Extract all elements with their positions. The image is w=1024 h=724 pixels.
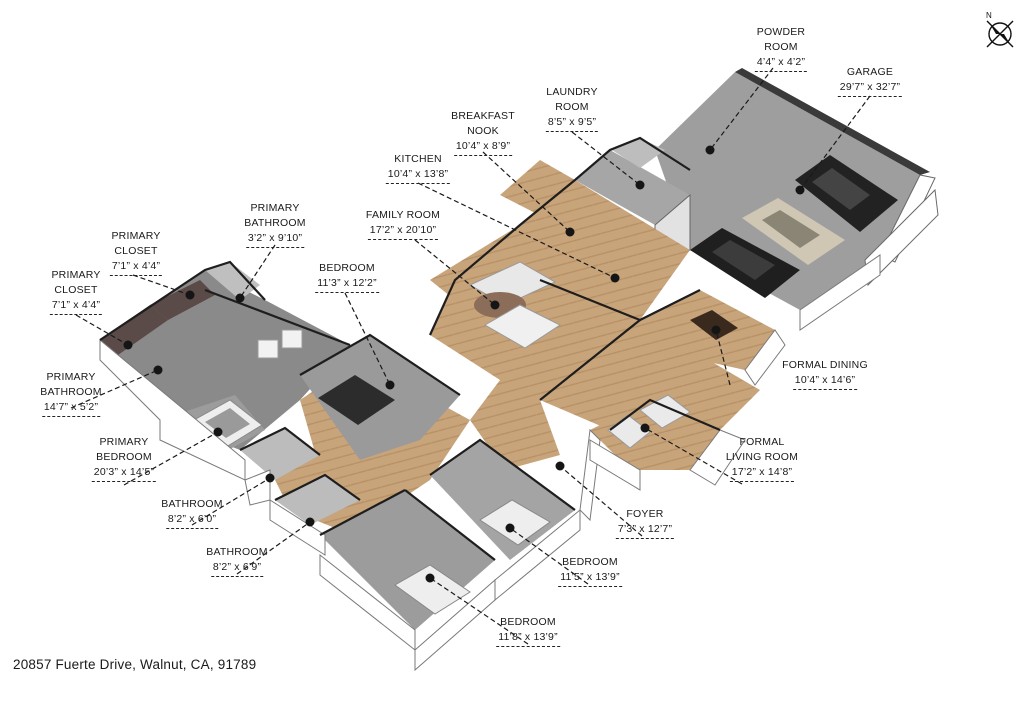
garage-area	[655, 68, 939, 310]
label-breakfast-nook: BREAKFAST NOOK 10’4” x 8’9”	[451, 109, 515, 156]
room-markers	[123, 145, 805, 583]
chair-icon	[257, 329, 303, 359]
label-formal-living-room: FORMAL LIVING ROOM 17’2” x 14’8”	[726, 435, 798, 482]
label-primary-closet-1: PRIMARY CLOSET 7’1” x 4’4”	[109, 229, 163, 276]
label-bathroom-1: BATHROOM 8’2” x 6’0”	[161, 497, 223, 529]
formal-rooms	[590, 290, 775, 470]
label-primary-bathroom-large: PRIMARY BATHROOM 14’7” x 5’2”	[40, 370, 102, 417]
car-icon	[690, 228, 800, 298]
label-family-room: FAMILY ROOM 17’2” x 20’10”	[366, 208, 440, 240]
label-formal-dining: FORMAL DINING 10’4” x 14’6”	[782, 358, 868, 390]
compass-icon: N	[986, 11, 1014, 48]
car-icon	[742, 198, 845, 265]
family-room-furniture	[468, 261, 562, 349]
property-address: 20857 Fuerte Drive, Walnut, CA, 91789	[13, 657, 257, 672]
bed-icon	[318, 375, 395, 425]
upper-bedroom	[300, 335, 460, 460]
label-powder-room: POWDER ROOM 4’4” x 4’2”	[754, 25, 808, 72]
north-label: N	[986, 11, 992, 20]
label-bedroom-middle: BEDROOM 11’5” x 13’9”	[558, 555, 622, 587]
bed-icon	[479, 499, 551, 546]
car-icon	[795, 155, 898, 232]
label-kitchen: KITCHEN 10’4” x 13’8”	[385, 152, 451, 184]
label-foyer: FOYER 7’3” x 12’7”	[615, 507, 675, 539]
label-laundry-room: LAUNDRY ROOM 8’5” x 9’5”	[545, 85, 599, 132]
label-bedroom-lower: BEDROOM 11’8” x 13’9”	[496, 615, 560, 647]
label-primary-bathroom-small: PRIMARY BATHROOM 3’2” x 9’10”	[244, 201, 306, 248]
exterior-walls	[99, 254, 881, 672]
label-primary-closet-2: PRIMARY CLOSET 7’1” x 4’4”	[49, 268, 103, 315]
label-bedroom-upper: BEDROOM 11’3” x 12’2”	[315, 261, 379, 293]
interior-walls	[99, 136, 721, 561]
bed-icon	[394, 564, 471, 615]
dining-table-icon	[690, 310, 738, 340]
label-primary-bedroom: PRIMARY BEDROOM 20’3” x 14’5”	[91, 435, 157, 482]
lower-bedrooms	[320, 440, 575, 630]
label-bathroom-2: BATHROOM 8’2” x 6’9”	[206, 545, 268, 577]
label-garage: GARAGE 29’7” x 32’7”	[837, 65, 903, 97]
closet-icon	[100, 280, 215, 355]
leader-lines	[70, 67, 871, 645]
